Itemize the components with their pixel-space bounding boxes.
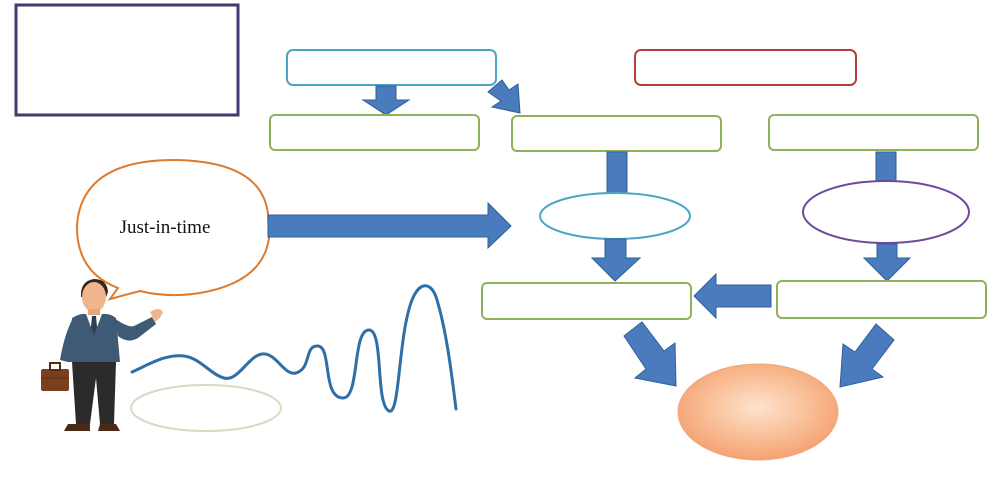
purple-ellipse [802,180,970,244]
diagonal-arrow-left-box-to-outcome [623,321,677,387]
speech-bubble [75,158,271,301]
pale-ellipse [130,384,282,432]
top-teal-box [286,49,497,86]
growing-wave-line [130,284,458,413]
green-box-left-row2 [269,114,480,151]
top-red-box [634,49,857,86]
down-arrow-teal-ellipse-to-box [590,238,642,282]
bar-arrow-middle-to-ellipse [606,151,628,195]
diagonal-arrow-teal-to-green-middle [487,79,521,114]
green-box-right-row4 [776,280,987,319]
bar-arrow-right-to-ellipse [875,151,897,183]
top-left-empty-frame [14,3,240,117]
green-box-right-row2 [768,114,979,151]
diagonal-arrow-right-box-to-outcome [839,323,895,388]
bubble-to-diagram-arrow [267,201,512,250]
left-arrow-right-box-to-left-box [693,272,772,320]
teal-ellipse [539,192,691,240]
down-arrow-teal-to-green-left [361,85,411,116]
bubble-label: Just-in-time [120,217,211,238]
down-arrow-purple-ellipse-to-box [862,243,912,282]
outcome-ellipse [677,363,839,461]
green-box-left-row4 [481,282,692,320]
green-box-middle-row2 [511,115,722,152]
businessman-with-briefcase-icon [41,279,163,431]
